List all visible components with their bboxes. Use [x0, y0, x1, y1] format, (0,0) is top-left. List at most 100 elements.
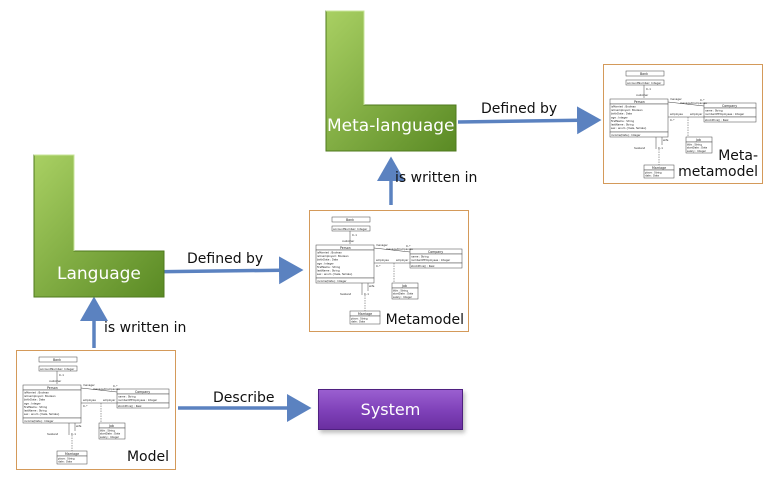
metamodel-label: Metamodel [385, 312, 464, 328]
company-attr-text: numberOfEmployees : Integer [118, 398, 158, 402]
person-class-label: Person [47, 386, 58, 390]
bank-multiplicity: 0..1 [352, 233, 357, 237]
marriage-attr-text: date : Date [58, 460, 73, 464]
person-attrs-box [609, 103, 669, 133]
mult-employee: 0..* [670, 118, 675, 122]
job-class-label: Job [108, 424, 114, 428]
marriage-attrs-box [349, 315, 381, 325]
company-class-label: Company [135, 390, 150, 394]
marriage-attr-text: place : String [645, 170, 662, 174]
role-wife: wife [369, 284, 375, 288]
job-attr-text: startDate : Date [100, 432, 121, 436]
arrow-meta-language-to-meta-metamodel [457, 106, 602, 135]
person-attr-text: lastName : String [317, 269, 340, 273]
role-wife: wife [76, 424, 82, 428]
marriage-attrs-box [56, 455, 88, 465]
role-employee: employee [83, 398, 96, 402]
job-attr-text: startDate : Date [687, 146, 708, 150]
bank-attr-text: accountNumber: Integer [40, 367, 75, 371]
marriage-attr-text: date : Date [351, 320, 366, 324]
person-class-label: Person [340, 246, 351, 250]
role-customer: customer [636, 93, 649, 97]
bank-multiplicity: 0..1 [59, 373, 64, 377]
mult-husband: 0..1 [658, 146, 663, 150]
edge-label-model-is-written-in: is written in [104, 320, 187, 336]
marriage-attr-text: place : String [351, 316, 368, 320]
meta-language-shape [322, 7, 462, 155]
role-wife: wife [663, 138, 669, 142]
marriage-attr-text: place : String [58, 456, 75, 460]
company-attr-text: numberOfEmployees : Integer [411, 258, 451, 262]
role-manager: manager [83, 384, 96, 387]
role-employee: employee [670, 112, 683, 116]
bank-class-attr [331, 225, 371, 232]
person-attr-text: firstName : String [24, 405, 47, 409]
role-managed-companies: managedCompanies [93, 387, 120, 391]
bank-attr-text: accountNumber: Integer [333, 227, 368, 231]
meta-language-label: Meta-language [327, 116, 455, 136]
role-manager: manager [376, 244, 389, 247]
meta-metamodel-label-line2: metamodel [678, 164, 758, 180]
person-op-text: income(Date) : Integer [611, 133, 642, 137]
bank-attr-text: accountNumber: Integer [627, 81, 662, 85]
language-label: Language [57, 264, 141, 284]
job-attrs-box [98, 427, 126, 440]
system-node: System [318, 389, 463, 430]
job-attrs-box [391, 287, 419, 300]
company-ops-box [703, 116, 757, 123]
marriage-class-label: Marriage [358, 312, 372, 316]
company-op-text: stockPrice() : Real [118, 404, 142, 408]
bank-class-name [38, 356, 78, 363]
model-uml-diagram: Bank accountNumber: Integer 0..1 customerPe… [22, 356, 170, 465]
person-attr-text: firstName : String [611, 119, 634, 123]
marriage-attrs-box [643, 169, 675, 179]
role-employer: employer [396, 258, 409, 262]
bank-class-label: Bank [346, 218, 354, 222]
job-class-label: Job [695, 138, 701, 142]
job-attr-text: salary : Integer [687, 149, 707, 153]
bank-class-name [625, 70, 665, 77]
person-attr-text: age : Integer [611, 115, 629, 119]
system-label: System [360, 400, 421, 419]
marriage-class-label: Marriage [65, 452, 79, 456]
person-attrs-box [315, 249, 375, 279]
person-attr-text: birthDate : Date [317, 258, 338, 262]
mult-husband: 0..1 [364, 292, 369, 296]
job-attrs-box [685, 141, 713, 154]
person-attr-text: sex : enum {male, female} [317, 272, 353, 276]
bank-multiplicity: 0..1 [646, 87, 651, 91]
mult-managed: 0..* [406, 244, 411, 248]
person-attr-text: isMarried : Boolean [611, 105, 636, 109]
person-attr-text: isMarried : Boolean [24, 391, 49, 395]
bank-class-attr [38, 365, 78, 372]
role-manager: manager [670, 98, 683, 101]
person-class-label: Person [634, 100, 645, 104]
marriage-attr-text: date : Date [645, 174, 660, 178]
role-husband: husband [340, 292, 352, 296]
person-attr-text: firstName : String [317, 265, 340, 269]
bank-class-attr [625, 79, 665, 86]
bank-class-label: Bank [53, 358, 61, 362]
job-attr-text: startDate : Date [393, 292, 414, 296]
company-attr-text: name : String [118, 395, 136, 399]
person-attr-text: age : Integer [24, 401, 42, 405]
company-ops-box [116, 402, 170, 409]
company-op-text: stockPrice() : Real [705, 118, 729, 122]
role-customer: customer [49, 379, 62, 383]
role-managed-companies: managedCompanies [680, 101, 707, 105]
person-attr-text: lastName : String [24, 409, 47, 413]
role-husband: husband [47, 432, 59, 436]
company-attr-text: name : String [705, 109, 723, 113]
company-class-label: Company [428, 250, 443, 254]
job-attr-text: title : String [100, 428, 115, 432]
assoc-manager [80, 387, 118, 393]
edge-label-language-defined-by: Defined by [187, 251, 264, 267]
job-attr-text: title : String [687, 142, 702, 146]
assoc-manager [667, 101, 705, 107]
person-attr-text: isUnemployed : Boolean [24, 394, 56, 398]
language-shape [30, 151, 170, 301]
